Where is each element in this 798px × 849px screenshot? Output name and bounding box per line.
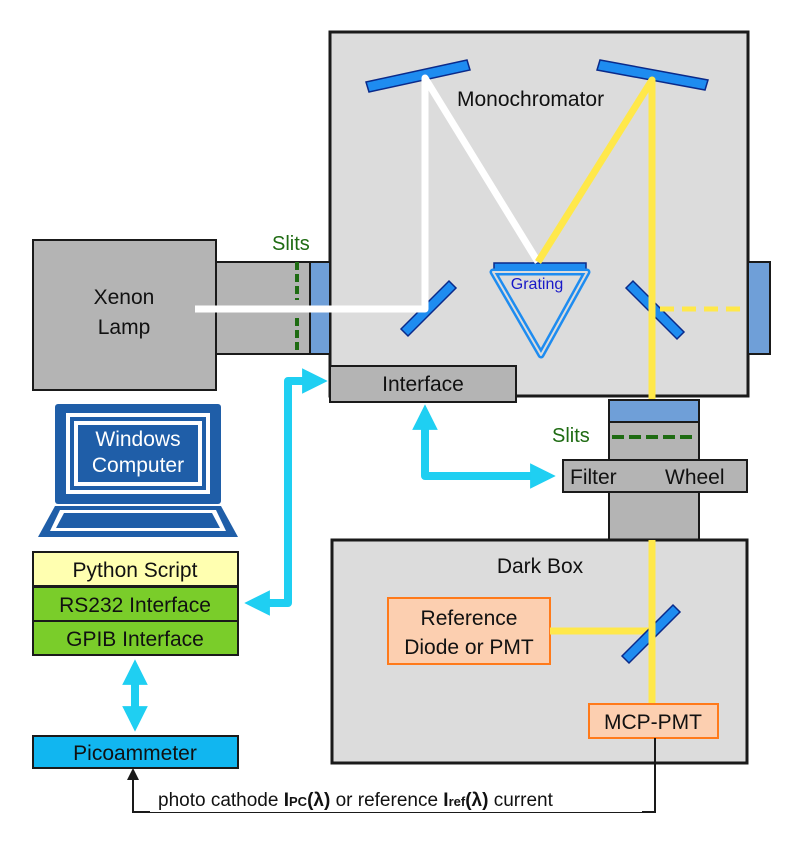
reference-label-1: Reference bbox=[421, 607, 518, 630]
caption-bg bbox=[150, 786, 642, 812]
rs232-box bbox=[32, 586, 239, 622]
xenon-lamp-label-2: Lamp bbox=[98, 316, 151, 339]
reference-diode-box bbox=[387, 597, 551, 665]
filter-label: Filter bbox=[570, 466, 617, 489]
rs232-label: RS232 Interface bbox=[59, 594, 211, 617]
side-exit-port bbox=[747, 261, 771, 355]
picoammeter-box bbox=[32, 735, 239, 769]
gpib-label: GPIB Interface bbox=[66, 628, 204, 651]
computer-label-1: Windows bbox=[95, 428, 180, 451]
gpib-box bbox=[32, 620, 239, 656]
top-right-mirror bbox=[596, 59, 709, 91]
picoammeter-label: Picoammeter bbox=[73, 742, 197, 765]
grating-mount-inner bbox=[492, 271, 588, 356]
rs232-interface-arrow bbox=[244, 368, 328, 616]
grating-label: Grating bbox=[511, 276, 563, 293]
computer-label-2: Computer bbox=[92, 454, 184, 477]
mcp-pmt-label: MCP-PMT bbox=[604, 711, 702, 734]
laptop-icon bbox=[38, 404, 238, 537]
slits-lamp-label: Slits bbox=[272, 233, 310, 255]
slits-filter-label: Slits bbox=[552, 425, 590, 447]
top-left-mirror bbox=[365, 59, 471, 93]
wheel-label: Wheel bbox=[665, 466, 725, 489]
bottom-exit-port bbox=[608, 399, 700, 423]
interface-box bbox=[329, 365, 517, 403]
monochromator-label: Monochromator bbox=[457, 88, 604, 111]
signal-arrowhead bbox=[127, 768, 139, 780]
xenon-lamp-box bbox=[32, 239, 217, 391]
mcp-pmt-box bbox=[588, 703, 719, 739]
interface-label: Interface bbox=[382, 373, 464, 396]
current-caption: photo cathode IPC(λ) or reference Iref(λ… bbox=[158, 790, 554, 811]
xenon-lamp-label-1: Xenon bbox=[94, 286, 155, 309]
exit-tube-lower bbox=[608, 491, 700, 541]
filter-wheel-box bbox=[562, 459, 748, 493]
reference-label-2: Diode or PMT bbox=[404, 636, 534, 659]
dark-box-label: Dark Box bbox=[497, 555, 584, 578]
white-beam bbox=[195, 74, 541, 313]
exit-tube-upper bbox=[608, 421, 700, 461]
interface-filter-arrow bbox=[412, 404, 556, 489]
python-script-label: Python Script bbox=[73, 559, 198, 582]
